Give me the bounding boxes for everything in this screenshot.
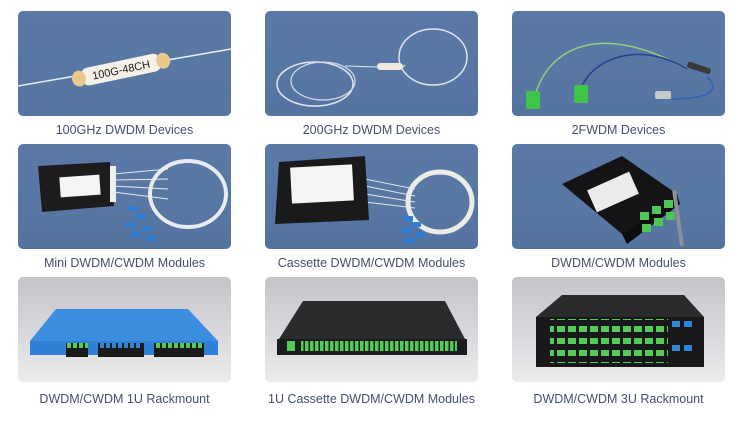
cassette-module-icon — [275, 156, 475, 243]
caption-2fwdm-devices[interactable]: 2FWDM Devices — [571, 123, 666, 137]
product-image-dwdm-cwdm-3u-rackmount[interactable] — [512, 277, 725, 382]
fiber-coil-device-icon — [276, 28, 468, 107]
caption-cassette-dwdm-cwdm-modules[interactable]: Cassette DWDM/CWDM Modules — [277, 256, 466, 270]
caption-100ghz-dwdm-devices[interactable]: 100GHz DWDM Devices — [55, 123, 194, 137]
mini-module-icon — [38, 159, 228, 241]
green-connector-row — [287, 341, 457, 351]
lgx-module-icon — [562, 156, 684, 247]
fwdm-device-icon — [526, 42, 714, 109]
caption-dwdm-cwdm-1u-rackmount[interactable]: DWDM/CWDM 1U Rackmount — [39, 392, 210, 406]
3u-rackmount-icon — [536, 295, 704, 367]
caption-200ghz-dwdm-devices[interactable]: 200GHz DWDM Devices — [302, 123, 441, 137]
product-image-dwdm-cwdm-modules[interactable] — [512, 144, 725, 249]
caption-dwdm-cwdm-modules[interactable]: DWDM/CWDM Modules — [551, 256, 686, 270]
product-image-1u-cassette-dwdm-cwdm-modules[interactable] — [265, 277, 478, 382]
caption-mini-dwdm-cwdm-modules[interactable]: Mini DWDM/CWDM Modules — [43, 256, 206, 270]
1u-cassette-rackmount-icon — [277, 301, 467, 355]
product-image-mini-dwdm-cwdm-modules[interactable] — [18, 144, 231, 249]
product-image-200ghz-dwdm-devices[interactable] — [265, 11, 478, 116]
product-image-dwdm-cwdm-1u-rackmount[interactable] — [18, 277, 231, 382]
dwdm-device-tube-icon: 100G-48CH — [18, 48, 231, 116]
1u-rackmount-blue-icon — [30, 309, 218, 357]
product-image-cassette-dwdm-cwdm-modules[interactable] — [265, 144, 478, 249]
product-image-100ghz-dwdm-devices[interactable]: 100G-48CH — [18, 11, 231, 116]
product-image-2fwdm-devices[interactable] — [512, 11, 725, 116]
caption-1u-cassette-dwdm-cwdm-modules[interactable]: 1U Cassette DWDM/CWDM Modules — [268, 392, 475, 406]
caption-dwdm-cwdm-3u-rackmount[interactable]: DWDM/CWDM 3U Rackmount — [533, 392, 704, 406]
